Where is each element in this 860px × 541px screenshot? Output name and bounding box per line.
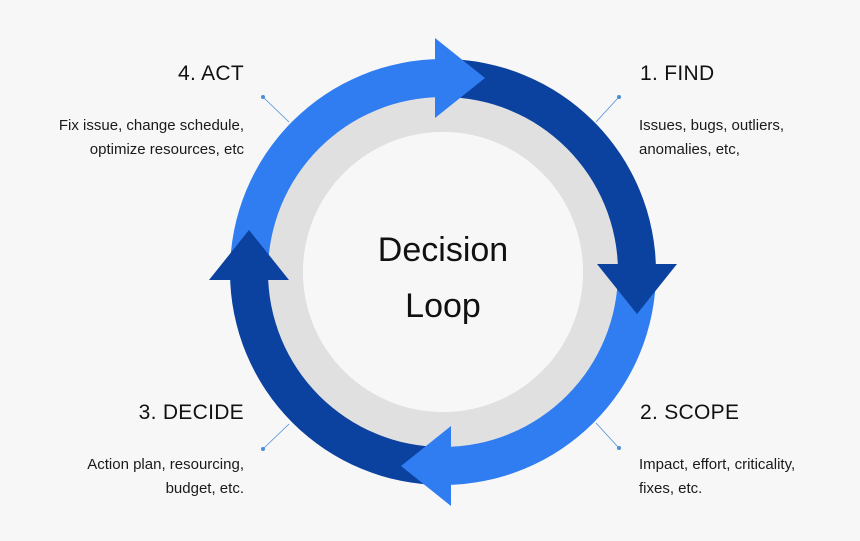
step-decide-line1: Action plan, resourcing, [87, 456, 244, 473]
connectors [260, 95, 622, 451]
step-decide-title: 3. DECIDE [138, 401, 244, 424]
step-act-description: Fix issue, change schedule, optimize res… [10, 114, 244, 162]
center-title-line1: Decision [377, 231, 509, 269]
step-act-line2: optimize resources, etc [89, 141, 244, 158]
connector-scope [595, 422, 619, 448]
step-find-line2: anomalies, etc, [639, 141, 740, 158]
step-scope-description: Impact, effort, criticality, fixes, etc. [639, 453, 795, 501]
connector-act-dot [260, 95, 265, 100]
step-act-title: 4. ACT [178, 62, 244, 85]
step-scope-line1: Impact, effort, criticality, [639, 456, 796, 473]
step-find-title: 1. FIND [640, 62, 715, 85]
connector-act [263, 97, 290, 123]
connector-scope-dot [617, 445, 622, 450]
arrowhead-find [435, 38, 485, 118]
step-scope-line2: fixes, etc. [639, 480, 703, 497]
cycle-arcs [209, 38, 677, 506]
center-title: Decision Loop [300, 222, 586, 334]
step-scope-title: 2. SCOPE [640, 401, 740, 424]
arrowhead-act [209, 230, 289, 280]
connector-decide-dot [260, 446, 265, 451]
arrowhead-decide [401, 426, 451, 506]
step-decide-line2: budget, etc. [165, 480, 244, 497]
step-find-line1: Issues, bugs, outliers, [639, 117, 785, 134]
connector-decide [263, 423, 290, 449]
step-act-line1: Fix issue, change schedule, [58, 117, 244, 134]
arrowhead-scope [597, 264, 677, 314]
connector-find [595, 97, 619, 123]
step-decide-description: Action plan, resourcing, budget, etc. [20, 453, 244, 501]
connector-find-dot [617, 95, 622, 100]
inner-ring [267, 96, 619, 448]
center-disc [303, 132, 583, 412]
step-find-description: Issues, bugs, outliers, anomalies, etc, [639, 114, 784, 162]
center-title-line2: Loop [405, 287, 481, 325]
